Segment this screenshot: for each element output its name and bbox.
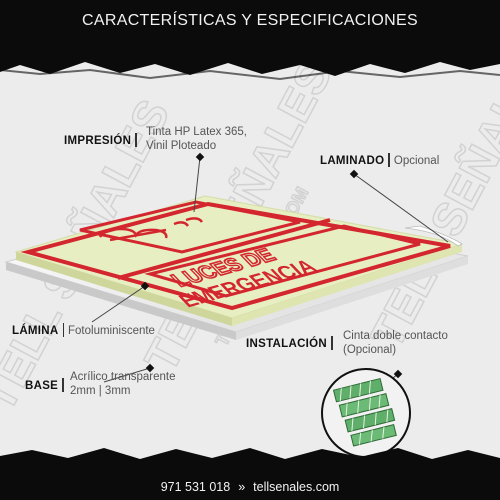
spec-base-label: BASE — [25, 380, 59, 392]
sign-text-frame — [144, 224, 421, 298]
footer-phone: 971 531 018 — [160, 480, 231, 494]
spec-divider — [331, 336, 333, 350]
spec-impresion-value-line2: Vinil Ploteado — [146, 140, 217, 152]
footer-band — [0, 460, 500, 500]
pictogram-frame — [79, 200, 301, 254]
spec-divider — [388, 153, 390, 167]
acrylic-base-edge-right — [236, 256, 468, 340]
sign-outer-border — [20, 201, 451, 311]
spec-base-value-line1: Acrílico transparente — [70, 371, 176, 383]
top-brush-edge — [0, 40, 500, 81]
spec-instalacion-label: INSTALACIÓN — [246, 338, 328, 350]
emergency-light-icon — [98, 217, 204, 242]
spec-impresion-value-line1: Tinta HP Latex 365, — [146, 126, 248, 138]
spec-divider — [62, 378, 64, 392]
spec-laminado: LAMINADO Opcional — [320, 153, 439, 167]
photoluminescent-edge-right — [232, 244, 462, 326]
spec-base-value-line2: 2mm | 3mm — [70, 385, 131, 397]
spec-divider — [62, 323, 65, 337]
spec-instalacion-value-line2: (Opcional) — [343, 344, 397, 356]
spec-laminado-label: LAMINADO — [320, 155, 385, 167]
page-title: CARACTERÍSTICAS Y ESPECIFICACIONES — [82, 12, 418, 29]
spec-impresion: IMPRESIÓN — [64, 133, 141, 147]
footer-website-link[interactable]: tellsenales.com — [253, 480, 340, 494]
spec-base-value: Acrílico transparente 2mm | 3mm — [70, 370, 175, 398]
sign-divider — [117, 218, 331, 280]
footer-separator: » — [238, 480, 246, 494]
spec-lamina-value: Fotoluminiscente — [68, 325, 155, 337]
spec-lamina-label: LÁMINA — [12, 325, 59, 337]
leader-markers — [140, 152, 403, 379]
spec-laminado-value: Opcional — [393, 155, 440, 167]
spec-instalacion: INSTALACIÓN — [246, 336, 337, 350]
spec-divider — [135, 133, 137, 147]
spec-impresion-value: Tinta HP Latex 365, Vinil Ploteado — [146, 125, 247, 153]
spec-lamina: LÁMINA Fotoluminiscente — [12, 323, 155, 337]
photoluminescent-edge — [16, 252, 232, 326]
acrylic-base-edge — [6, 262, 236, 340]
spec-impresion-label: IMPRESIÓN — [64, 135, 132, 147]
spec-instalacion-value: Cinta doble contacto (Opcional) — [343, 329, 448, 357]
double-sided-tape-detail — [321, 368, 411, 458]
footer-contact: 971 531 018 » tellsenales.com — [0, 480, 500, 494]
spec-instalacion-value-line1: Cinta doble contacto — [343, 330, 448, 342]
spec-base: BASE — [25, 378, 68, 392]
